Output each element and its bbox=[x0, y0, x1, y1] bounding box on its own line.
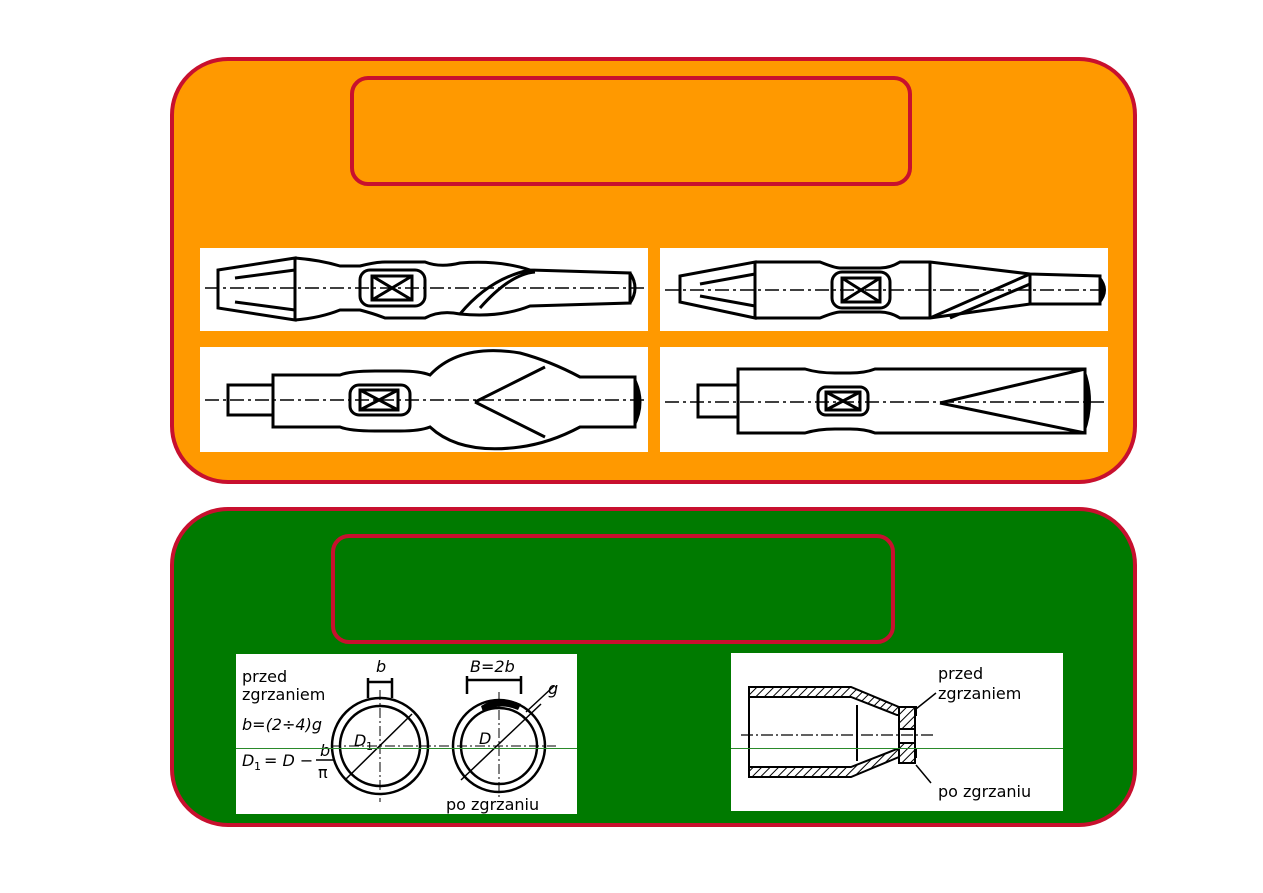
label-before-1: przed bbox=[242, 667, 287, 686]
tube-label-after: po zgrzaniu bbox=[938, 782, 1031, 801]
dim-D: D bbox=[479, 729, 491, 748]
ring-weld-figure: przed zgrzaniem b=(2÷4)g D 1 = D − b π b… bbox=[236, 654, 577, 814]
formula-frac-num: b bbox=[320, 741, 330, 760]
dim-d1: D bbox=[354, 731, 366, 750]
guide-line-right bbox=[731, 748, 1063, 749]
formula-d1-sub: 1 bbox=[254, 760, 261, 773]
label-before-2: zgrzaniem bbox=[242, 685, 325, 704]
drill-drawing-1 bbox=[200, 248, 648, 331]
tube-weld-figure: przed zgrzaniem po zgrzaniu bbox=[731, 653, 1063, 811]
drill-drawing-2 bbox=[660, 248, 1108, 331]
formula-b: b=(2÷4)g bbox=[242, 715, 322, 734]
formula-d1: D bbox=[242, 751, 254, 770]
drill-drawing-3 bbox=[200, 347, 648, 452]
label-after-left: po zgrzaniu bbox=[446, 795, 539, 814]
tube-label-before-1: przed bbox=[938, 664, 983, 683]
guide-line-left bbox=[236, 748, 577, 749]
bottom-title-box bbox=[331, 534, 895, 644]
dim-b: b bbox=[376, 657, 386, 676]
top-title-box bbox=[350, 76, 912, 186]
formula-frac-den: π bbox=[318, 763, 328, 782]
dim-g: g bbox=[548, 679, 558, 698]
drill-drawing-4 bbox=[660, 347, 1108, 452]
tube-label-before-2: zgrzaniem bbox=[938, 684, 1021, 703]
formula-d1-eq: = D − bbox=[264, 751, 313, 770]
dim-B: B=2b bbox=[470, 657, 515, 676]
